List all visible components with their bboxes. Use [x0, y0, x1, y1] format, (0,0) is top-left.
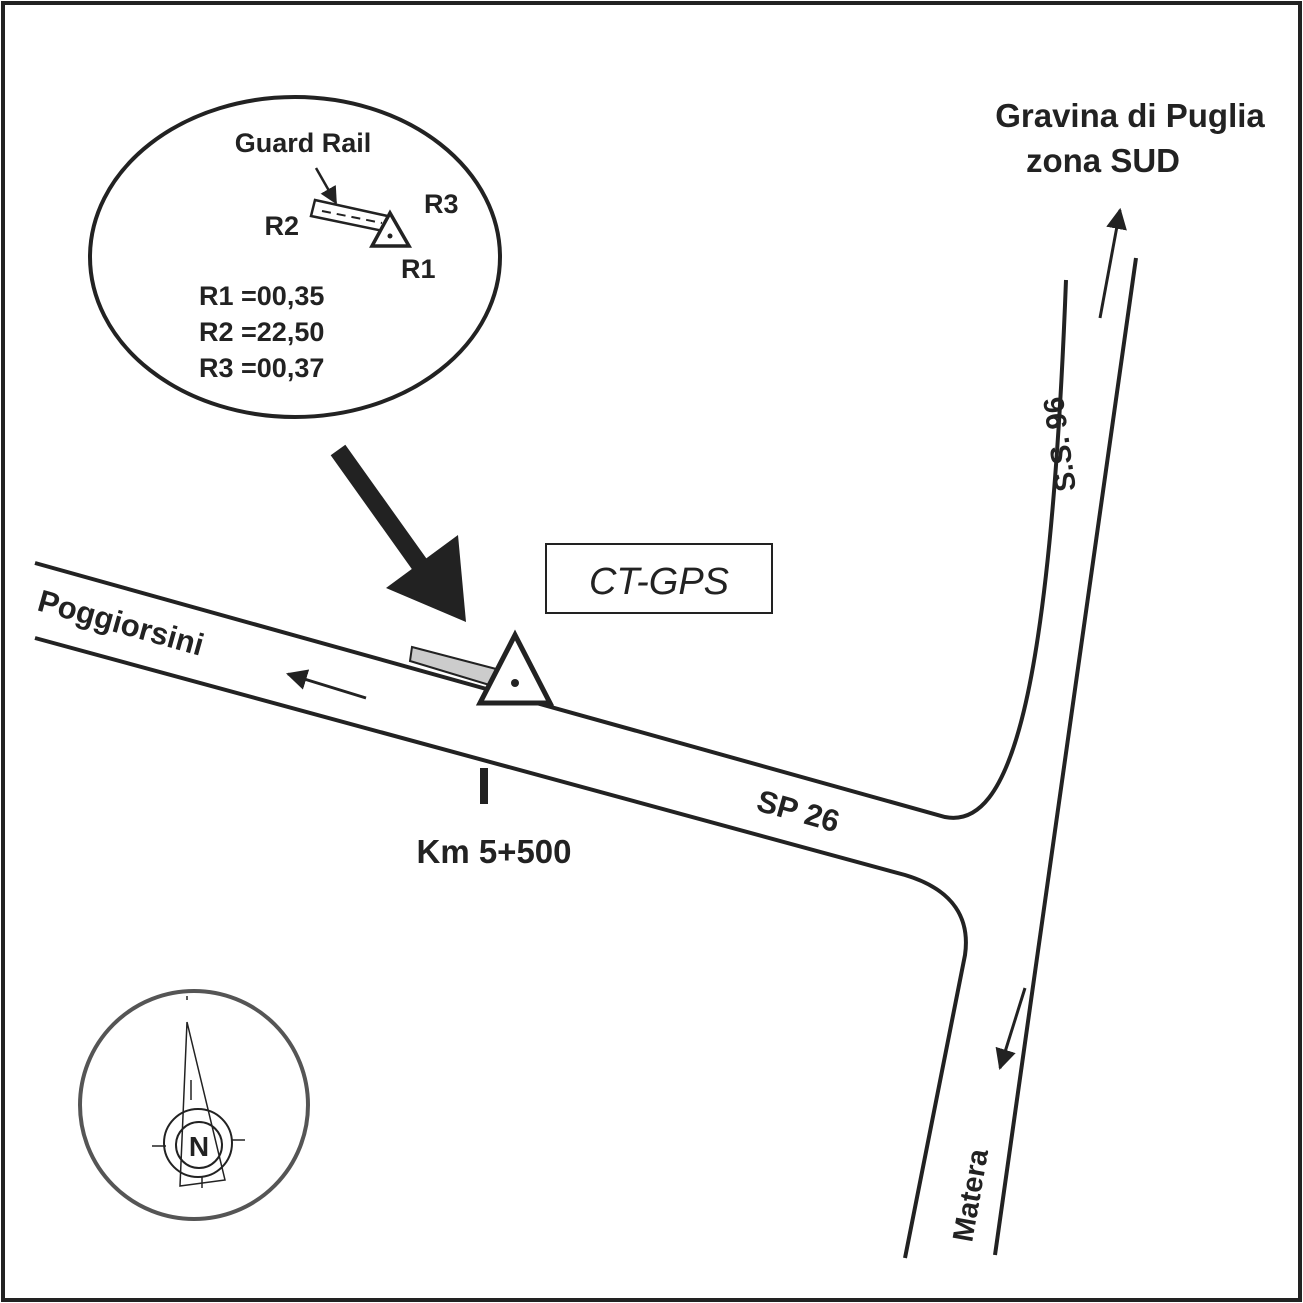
station-label: CT-GPS	[589, 561, 729, 603]
inset-measure-r3: R3 =00,37	[199, 353, 324, 383]
inset-measure-r2: R2 =22,50	[199, 317, 324, 347]
pointer-arrow-shaft	[330, 444, 433, 578]
arrow-north-icon	[1098, 207, 1127, 319]
destination-gravina: Gravina di Puglia	[995, 97, 1265, 134]
road-ss96	[993, 257, 1138, 1256]
destination-matera: Matera	[947, 1146, 995, 1244]
station-label-box	[545, 543, 773, 614]
inset-measure-r1: R1 =00,35	[199, 281, 324, 311]
road-sp26	[34, 279, 1068, 1259]
inset-detail: Guard Rail R2 R3 R1 R1 =00,35 R2 =22,50 …	[88, 95, 502, 419]
pointer-arrow-icon	[386, 535, 466, 622]
inset-survey-point-icon	[369, 209, 413, 248]
arrow-south-icon	[995, 987, 1027, 1071]
north-compass: N	[78, 989, 310, 1221]
km-marker-tick	[480, 768, 488, 804]
km-marker-label: Km 5+500	[416, 833, 571, 870]
destination-gravina-zone: zona SUD	[1026, 142, 1180, 179]
inset-ref-r2: R2	[264, 211, 299, 241]
inset-feature-arrow-icon	[314, 167, 338, 205]
survey-point-center-icon	[511, 679, 519, 687]
road-label-ss96: S.S. 96	[1038, 395, 1083, 494]
sp26-north-edge	[34, 279, 1068, 820]
inset-feature-label: Guard Rail	[235, 128, 372, 158]
inset-ellipse	[88, 95, 502, 419]
compass-north-label: N	[189, 1131, 209, 1162]
arrow-west-icon	[285, 669, 367, 700]
inset-guard-rail-centerline	[321, 210, 383, 224]
destination-poggiorsini: Poggiorsini	[34, 583, 208, 663]
inset-ref-r1: R1	[401, 254, 436, 284]
survey-point-icon	[475, 629, 555, 706]
inset-survey-point-center-icon	[387, 233, 393, 239]
ss96-east-edge	[993, 257, 1138, 1256]
compass-inner-ring	[163, 1108, 233, 1178]
sp26-south-edge	[34, 636, 968, 1259]
road-label-sp26: SP 26	[753, 783, 843, 839]
inset-ref-r3: R3	[424, 189, 459, 219]
